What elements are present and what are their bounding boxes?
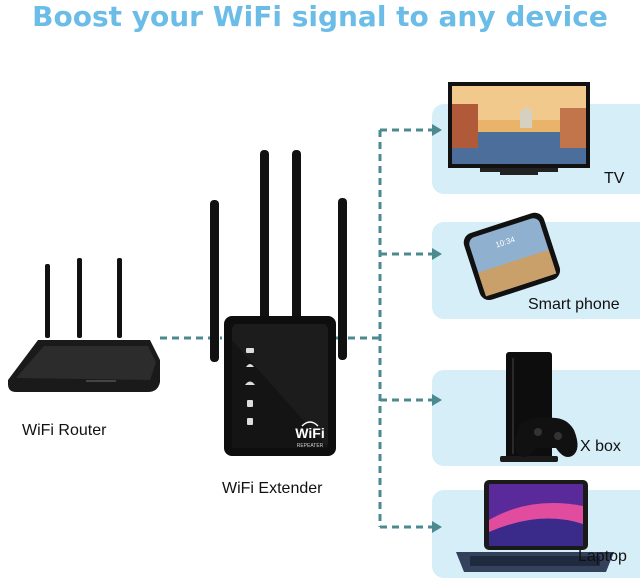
extender-label: WiFi Extender bbox=[222, 480, 323, 497]
router-icon bbox=[8, 258, 160, 392]
device-label-smart-phone: Smart phone bbox=[528, 296, 620, 313]
console-icon bbox=[500, 352, 578, 462]
extender-badge-title: WiFi bbox=[295, 425, 324, 441]
connector-arrows bbox=[432, 124, 442, 533]
device-label-xbox: X box bbox=[580, 438, 621, 455]
router-label: WiFi Router bbox=[22, 422, 107, 439]
device-label-tv: TV bbox=[604, 170, 625, 187]
smartphone-icon: 10:34 bbox=[463, 212, 561, 301]
extender-antennas bbox=[210, 150, 347, 362]
tv-icon bbox=[448, 82, 590, 175]
extender-icon: WiFi REPEATER bbox=[224, 316, 336, 456]
laptop-icon bbox=[456, 480, 614, 572]
device-label-laptop: Laptop bbox=[578, 548, 627, 565]
extender-badge-sub: REPEATER bbox=[297, 443, 324, 449]
headline: Boost your WiFi signal to any device bbox=[32, 0, 608, 33]
